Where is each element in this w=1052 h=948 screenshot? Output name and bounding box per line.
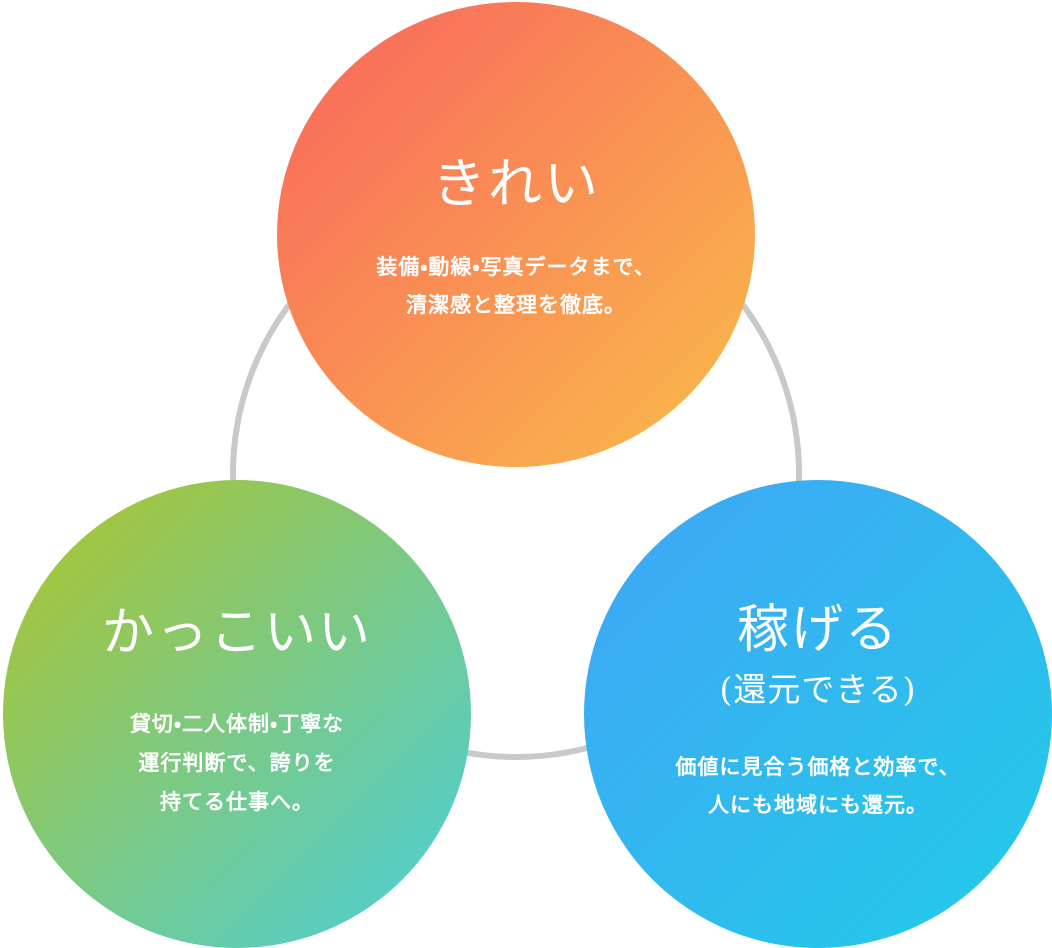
description-line: 清潔感と整理を徹底。	[405, 293, 626, 317]
value-circle-kirei: きれい 装備・動線・写真データまで、 清潔感と整理を徹底。	[277, 2, 755, 467]
circle-title-kasegeru: 稼げる	[736, 599, 899, 660]
circle-description-kirei: 装備・動線・写真データまで、 清潔感と整理を徹底。	[376, 249, 655, 325]
description-line: 持てる仕事へ。	[160, 790, 314, 814]
value-circle-kakkoii: かっこいい 貸切・二人体制・丁寧な 運行判断で、誇りを 持てる仕事へ。	[3, 480, 471, 948]
description-line: 人にも地域にも還元。	[707, 794, 928, 818]
description-line: 価値に見合う価格と効率で、	[675, 756, 961, 780]
description-line: 貸切・二人体制・丁寧な	[129, 712, 345, 736]
circle-title-kakkoii: かっこいい	[101, 603, 372, 664]
description-line: 装備・動線・写真データまで、	[376, 255, 656, 279]
circle-description-kakkoii: 貸切・二人体制・丁寧な 運行判断で、誇りを 持てる仕事へ。	[130, 705, 344, 822]
value-circle-kasegeru: 稼げる (還元できる) 価値に見合う価格と効率で、 人にも地域にも還元。	[584, 480, 1052, 948]
circle-subtitle-kasegeru: (還元できる)	[719, 669, 917, 709]
description-line: 運行判断で、誇りを	[138, 751, 336, 775]
circle-description-kasegeru: 価値に見合う価格と効率で、 人にも地域にも還元。	[675, 749, 960, 825]
circle-title-kirei: きれい	[432, 152, 600, 216]
